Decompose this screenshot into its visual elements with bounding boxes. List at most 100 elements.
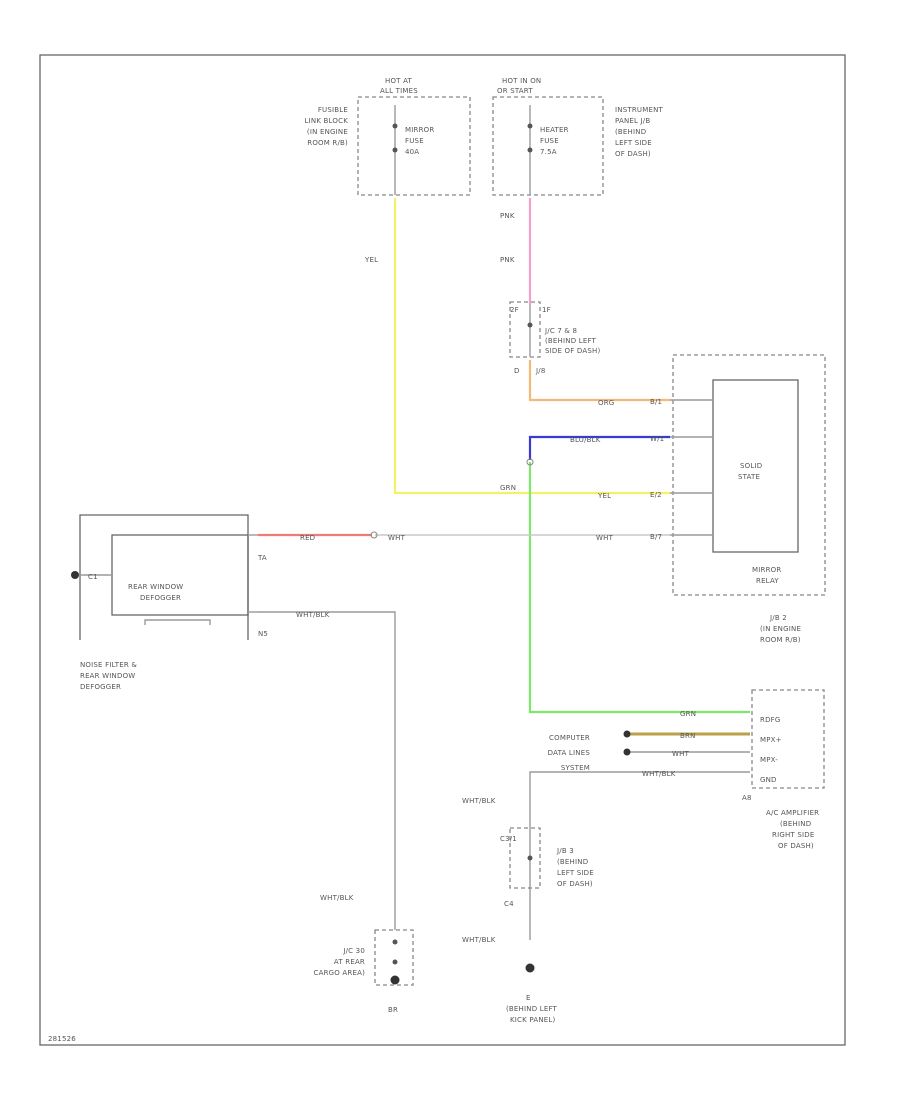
defogger-inner-box (111, 534, 249, 616)
data-lines-2: DATA LINES (548, 749, 591, 757)
jc30-ground-label: BR (388, 1006, 398, 1014)
defogger-ground-dot (71, 571, 79, 579)
fuse-mirror-type: FUSE (405, 137, 424, 145)
defogger-inner-2: DEFOGGER (140, 594, 181, 602)
relay-name-2: RELAY (756, 577, 779, 585)
data-lines-3: SYSTEM (561, 764, 590, 772)
fuse-box-heater: HOT IN ON OR START INSTRUMENT PANEL J/B … (492, 77, 664, 196)
mirror-relay: B/1 W/1 E/2 B/7 SOLID STATE MIRROR RELAY… (650, 354, 826, 644)
junction-jc-7-8: 2F 1F J/C 7 & 8 (BEHIND LEFT SIDE OF DAS… (509, 301, 600, 375)
defogger-pin-n5: N5 (258, 630, 268, 638)
amp-outline (751, 689, 825, 789)
ground-left-id: E (526, 994, 531, 1002)
junction-jc-label-2: (BEHIND LEFT (545, 337, 597, 345)
wire-wht-arrow (623, 748, 631, 756)
amp-label-4: OF DASH) (778, 842, 814, 850)
amp-pin-mpx-plus: MPX+ (760, 736, 782, 744)
wire-label-brn-amp: BRN (680, 732, 696, 740)
diagram-frame (39, 54, 846, 1046)
defogger-heater-element (144, 619, 211, 625)
wire-label-yel-relay: YEL (597, 492, 611, 500)
jb3-label-2: (BEHIND (557, 858, 588, 866)
wire-wht-blk-defogger (258, 611, 396, 930)
fuse-heater-header-1: HOT IN ON (502, 77, 541, 85)
wire-label-blu-blk: BLU/BLK (570, 436, 601, 444)
wire-label-wht-blk-v3: WHT/BLK (462, 936, 496, 944)
fuse-mirror-header-1: HOT AT (385, 77, 413, 85)
junction-jc-label-3: SIDE OF DASH) (545, 347, 600, 355)
junction-jc-node (527, 322, 533, 328)
jb3-node (527, 855, 533, 861)
relay-pin-b7: B/7 (650, 533, 662, 541)
junction-jc30: J/C 30 AT REAR CARGO AREA) BR (314, 929, 414, 1014)
fuse-heater-header-2: OR START (497, 87, 533, 95)
defogger-label-3: DEFOGGER (80, 683, 121, 691)
jb3-bottom: C4 (504, 900, 514, 908)
relay-solid-state-box (712, 379, 799, 553)
fuse-box-mirror: HOT AT ALL TIMES FUSIBLE LINK BLOCK (IN … (305, 77, 471, 196)
amp-label-2: (BEHIND (780, 820, 811, 828)
relay-pin-w1: W/1 (650, 435, 664, 443)
jb3-outline (509, 827, 541, 889)
defogger-label-1: NOISE FILTER & (80, 661, 137, 669)
relay-inner-1: SOLID (740, 462, 762, 470)
fuse-mirror-node-top (392, 123, 398, 129)
wire-label-grn-amp: GRN (680, 710, 696, 718)
wire-brn-arrow (623, 730, 631, 738)
jb3-pin: C3/1 (500, 835, 517, 843)
fuse-heater-loc-4: LEFT SIDE (615, 139, 652, 147)
fuse-heater-loc-5: OF DASH) (615, 150, 651, 158)
jb3-label-4: OF DASH) (557, 880, 593, 888)
fuse-heater-node-top (527, 123, 533, 129)
wire-label-pnk-mid: PNK (500, 256, 515, 264)
jc30-label-2: AT REAR (334, 958, 365, 966)
ground-left-dot (525, 963, 535, 973)
junction-jc-label-1: J/C 7 & 8 (544, 327, 577, 335)
junction-jb3: WHT/BLK C3/1 J/B 3 (BEHIND LEFT SIDE OF … (462, 797, 594, 1024)
fuse-mirror-header-2: ALL TIMES (380, 87, 418, 95)
fuse-mirror-loc-3: (IN ENGINE (307, 128, 348, 136)
fuse-mirror-node-bottom (392, 147, 398, 153)
jb3-label-3: LEFT SIDE (557, 869, 594, 877)
wire-wht-blk-amp (529, 771, 750, 940)
fuse-mirror-loc-4: ROOM R/B) (307, 139, 348, 147)
defogger-outer-box (79, 514, 249, 640)
wire-label-wht-blk-amp: WHT/BLK (642, 770, 676, 778)
fuse-heater-type: FUSE (540, 137, 559, 145)
wire-label-wht-blk-v2: WHT/BLK (462, 797, 496, 805)
wire-label-wht-amp: WHT (672, 750, 690, 758)
jc30-ground (390, 975, 400, 985)
defogger-connector: C1 (88, 573, 98, 581)
defogger-assembly: C1 REAR WINDOW DEFOGGER TA N5 NOISE FILT… (71, 514, 268, 691)
fuse-box-mirror-outline (357, 96, 471, 196)
fuse-mirror-loc-2: LINK BLOCK (305, 117, 349, 125)
wire-label-org: ORG (598, 399, 614, 407)
jc30-label-3: CARGO AREA) (314, 969, 366, 977)
relay-jb-label-3: ROOM R/B) (760, 636, 801, 644)
fuse-mirror-rating: 40A (405, 148, 419, 156)
wire-grn-connector (526, 458, 534, 466)
fuse-heater-loc-2: PANEL J/B (615, 117, 650, 125)
wire-label-wht-1: WHT (388, 534, 406, 542)
fuse-heater-node-bottom (527, 147, 533, 153)
fuse-box-heater-outline (492, 96, 604, 196)
amp-label-3: RIGHT SIDE (772, 831, 814, 839)
jb3-label-1: J/B 3 (556, 847, 574, 855)
amp-label-1: A/C AMPLIFIER (766, 809, 819, 817)
amp-connector: A8 (742, 794, 752, 802)
amp-pin-mpx-minus: MPX- (760, 756, 778, 764)
junction-jc-bottom-d: D (514, 367, 520, 375)
defogger-inner-1: REAR WINDOW (128, 583, 183, 591)
amp-pin-gnd: GND (760, 776, 777, 784)
fuse-heater-loc-1: INSTRUMENT (615, 106, 664, 114)
wire-label-wht-blk-1: WHT/BLK (296, 611, 330, 619)
junction-jc-pin-1f: 1F (542, 306, 551, 314)
fuse-heater-loc-3: (BEHIND (615, 128, 646, 136)
fuse-mirror-name: MIRROR (405, 126, 434, 134)
wire-yel (393, 198, 670, 495)
fuse-heater-name: HEATER (540, 126, 569, 134)
footer-code: 281526 (48, 1035, 76, 1043)
amp-pin-rdfg: RDFG (760, 716, 781, 724)
data-lines-1: COMPUTER (549, 734, 590, 742)
